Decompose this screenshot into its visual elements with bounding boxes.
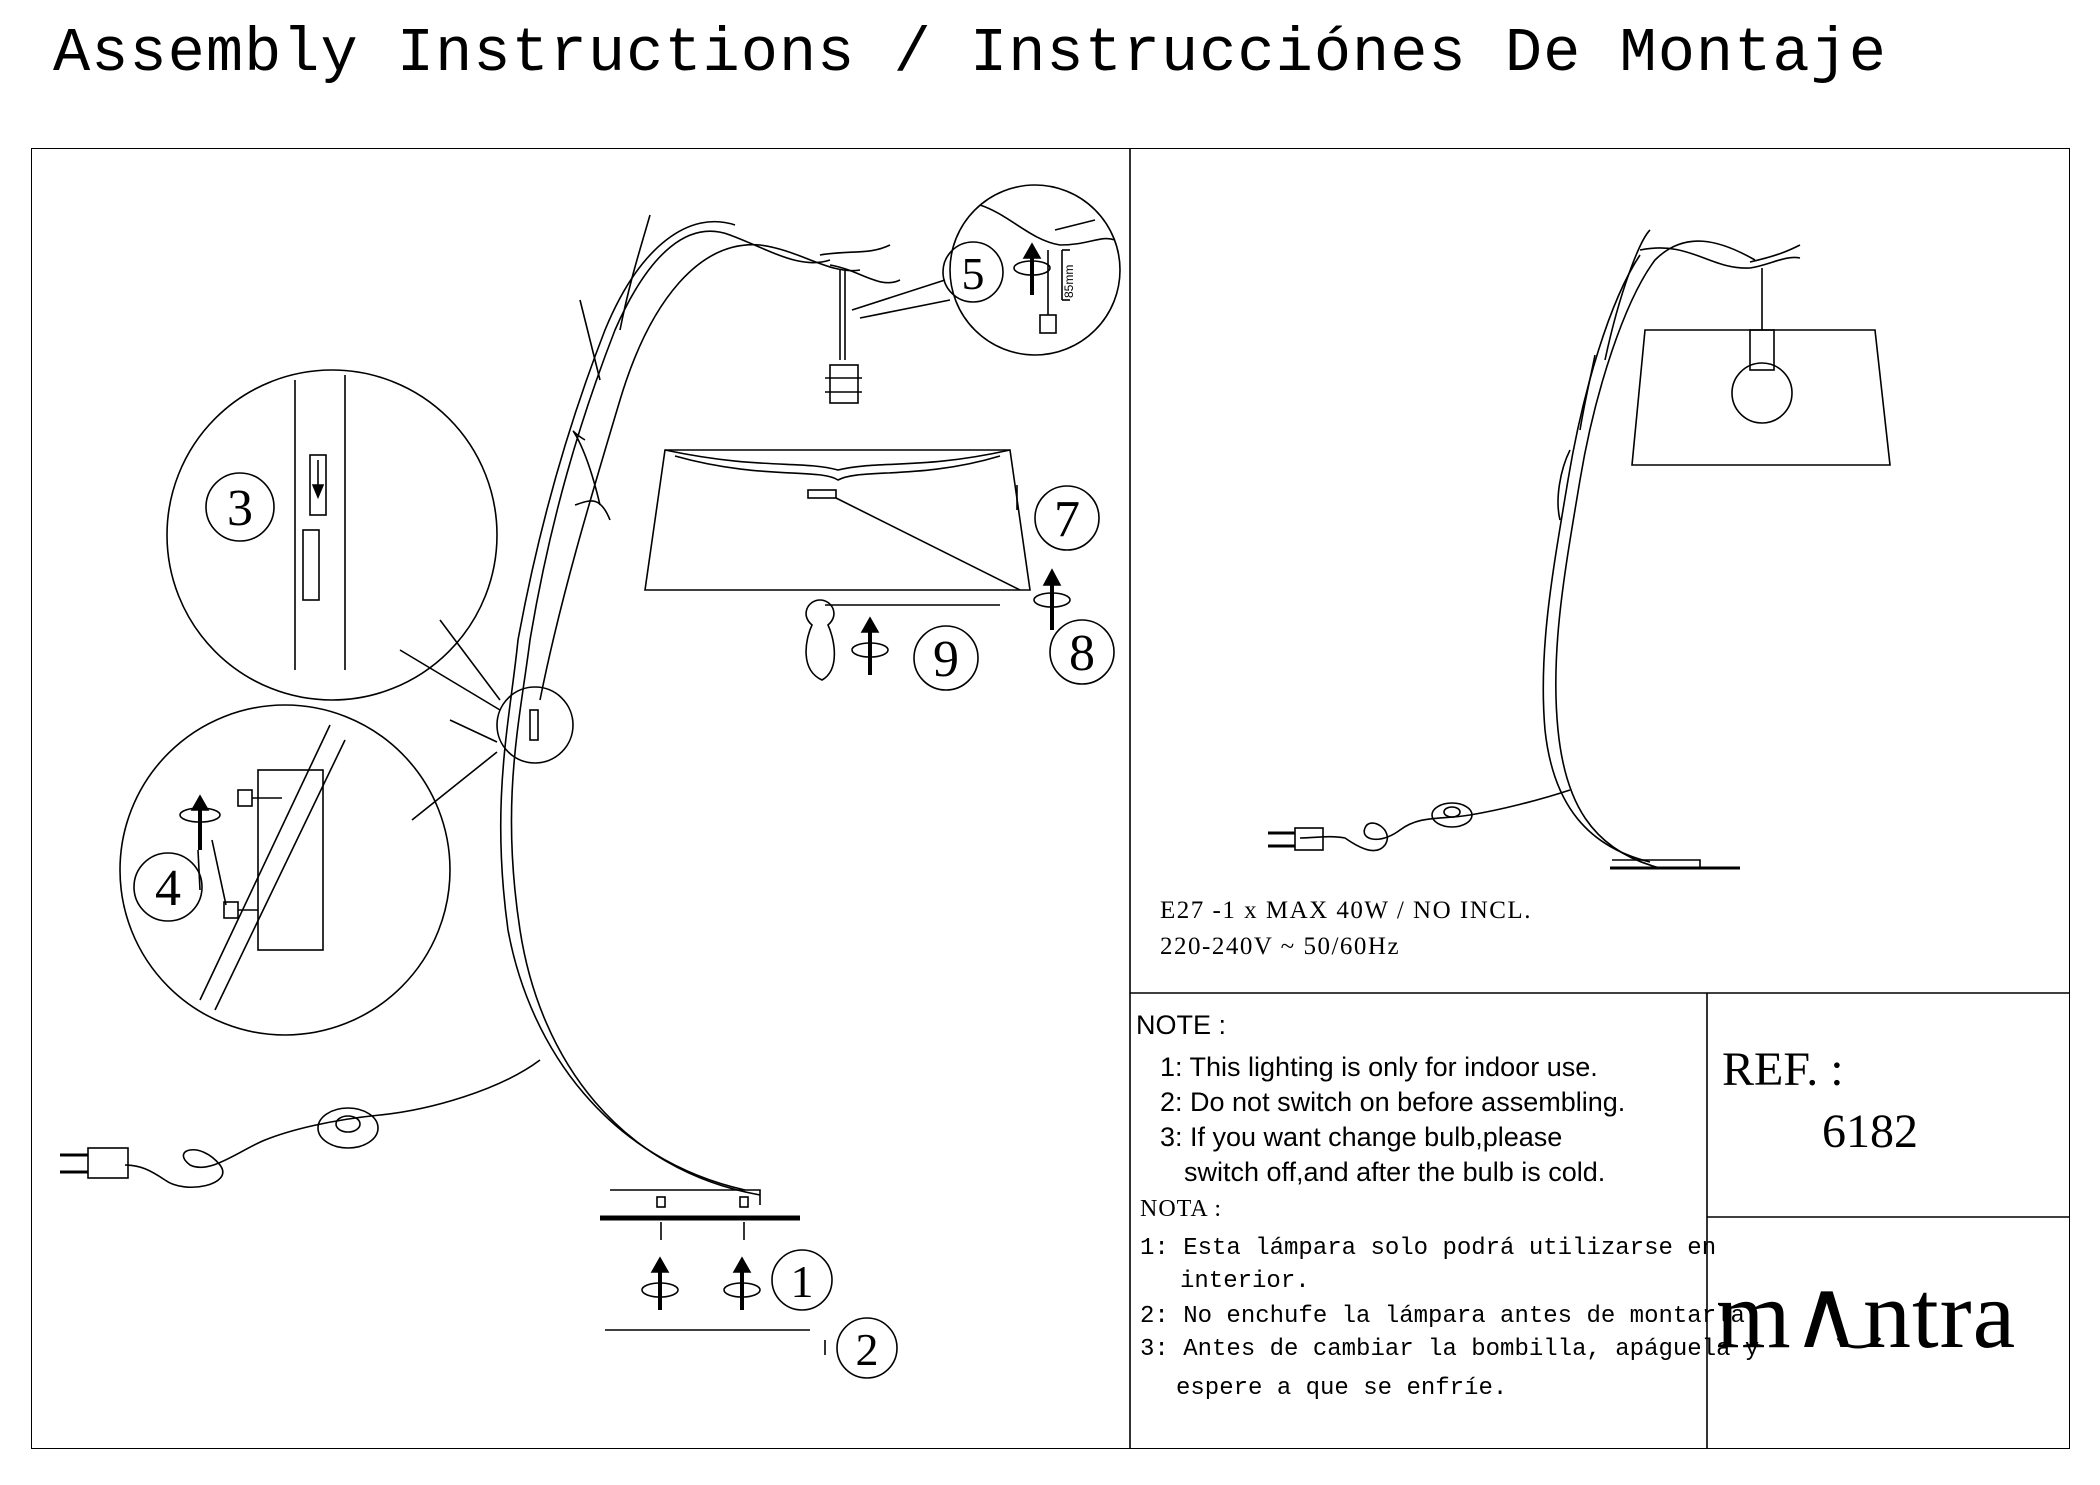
step-7-label: 7: [1054, 491, 1080, 548]
step-8-badge: [1049, 619, 1115, 685]
step-3-label: 3: [227, 480, 253, 537]
step-9-label: 9: [933, 631, 959, 688]
spec-voltage: 220-240V ~ 50/60Hz: [1160, 933, 1401, 960]
step-8-label: 8: [1069, 625, 1095, 682]
nota-item-3: 3: Antes de cambiar la bombilla, apáguel…: [1140, 1336, 1760, 1363]
step-1-label: 1: [791, 1256, 814, 1307]
floor-lamp-exploded: [60, 184, 1121, 1355]
page-title: Assembly Instructions / Instrucciónes De…: [53, 18, 1887, 89]
spec-rating: E27 -1 x MAX 40W / NO INCL.: [1160, 897, 1532, 924]
step-3-badge: [205, 472, 275, 542]
nota-heading: NOTA :: [1140, 1196, 1223, 1222]
brand-smile: [1836, 1336, 1882, 1349]
note-item-2: 2: Do not switch on before assembling.: [1160, 1087, 1626, 1117]
step-2-label: 2: [856, 1324, 879, 1375]
dimension-label: 85mm: [1062, 265, 1076, 298]
step-2-badge: [836, 1317, 898, 1379]
step-9-badge: [913, 625, 979, 691]
nota-item-2: 2: No enchufe la lámpara antes de montar…: [1140, 1303, 1760, 1330]
note-item-1: 1: This lighting is only for indoor use.: [1160, 1052, 1598, 1082]
step-5-badge: [942, 241, 1004, 303]
floor-lamp-assembled: [1268, 229, 1891, 870]
step-4-label: 4: [155, 860, 181, 917]
step-5-label: 5: [962, 248, 985, 299]
nota-item-3-cont: espere a que se enfríe.: [1176, 1375, 1508, 1402]
step-1-badge: [771, 1249, 833, 1311]
ref-value: 6182: [1822, 1105, 1918, 1158]
note-heading: NOTE :: [1136, 1010, 1227, 1040]
note-item-3: 3: If you want change bulb,please: [1160, 1122, 1563, 1152]
step-7-badge: [1034, 485, 1100, 551]
nota-item-1-cont: interior.: [1180, 1268, 1310, 1295]
sheet-frame: [31, 148, 2070, 1449]
brand-logo: m∧ntra: [1716, 1261, 2017, 1368]
ref-label: REF. :: [1722, 1043, 1844, 1096]
note-item-3-cont: switch off,and after the bulb is cold.: [1184, 1157, 1606, 1187]
nota-item-1: 1: Esta lámpara solo podrá utilizarse en: [1140, 1235, 1717, 1262]
step-4-badge: [133, 852, 203, 922]
